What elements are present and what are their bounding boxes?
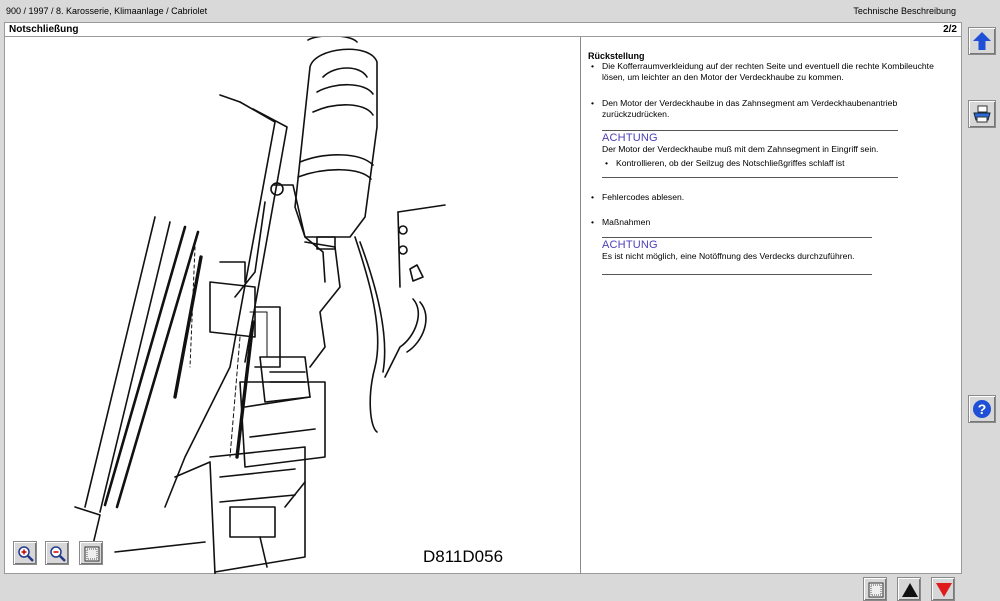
step-text: Die Kofferraumverkleidung auf der rechte…	[602, 61, 934, 82]
print-button[interactable]	[968, 100, 996, 128]
bullet-icon: •	[591, 217, 595, 227]
list-item: • Den Motor der Verdeckhaube in das Zahn…	[588, 98, 958, 120]
divider	[602, 274, 872, 275]
divider	[602, 237, 872, 238]
step-text: Den Motor der Verdeckhaube in das Zahnse…	[602, 98, 898, 119]
divider	[602, 130, 898, 131]
bullet-icon: •	[591, 61, 595, 71]
list-item: • Kontrollieren, ob der Seilzug des Nots…	[602, 158, 898, 169]
panel-divider	[580, 37, 581, 574]
step-text: Fehlercodes ablesen.	[602, 192, 685, 202]
svg-text:?: ?	[978, 401, 987, 417]
bullet-icon: •	[591, 192, 595, 202]
right-toolbar: ?	[962, 22, 1000, 577]
instruction-text: Rückstellung • Die Kofferraumverkleidung…	[588, 51, 958, 275]
page-title: Notschließung	[9, 24, 79, 35]
section-heading: Rückstellung	[588, 51, 645, 61]
triangle-down-icon	[936, 583, 952, 597]
bullet-icon: •	[605, 158, 609, 168]
fit-view-button[interactable]	[79, 541, 103, 565]
zoom-in-icon	[18, 546, 34, 562]
warning-label: ACHTUNG	[602, 132, 658, 144]
next-page-button[interactable]	[931, 577, 955, 601]
top-bar: 900 / 1997 / 8. Karosserie, Klimaanlage …	[0, 0, 1000, 22]
document-type-label: Technische Beschreibung	[853, 6, 956, 16]
help-button[interactable]: ?	[968, 395, 996, 423]
zoom-out-icon	[50, 546, 66, 562]
previous-page-button[interactable]	[897, 577, 921, 601]
content-panel: D811D056 Rückstellung •	[4, 37, 962, 601]
overview-button[interactable]	[863, 577, 887, 601]
divider	[602, 177, 898, 178]
warning-label: ACHTUNG	[602, 239, 658, 251]
zoom-out-button[interactable]	[45, 541, 69, 565]
warning-sub-text: Kontrollieren, ob der Seilzug des Notsch…	[616, 158, 845, 168]
zoom-in-button[interactable]	[13, 541, 37, 565]
warning-box: ACHTUNG Es ist nicht möglich, eine Notöf…	[602, 237, 872, 275]
warning-box: ACHTUNG Der Motor der Verdeckhaube muß m…	[602, 130, 898, 178]
figure-code: D811D056	[423, 547, 504, 566]
help-icon: ?	[973, 400, 991, 418]
printer-icon	[973, 105, 991, 123]
warning-text: Es ist nicht möglich, eine Notöffnung de…	[602, 251, 855, 261]
list-item: • Die Kofferraumverkleidung auf der rech…	[588, 61, 958, 83]
fit-view-icon	[84, 546, 100, 562]
up-button[interactable]	[968, 27, 996, 55]
step-text: Maßnahmen	[602, 217, 651, 227]
document-title-bar: Notschließung 2/2	[4, 22, 962, 37]
arrow-up-icon	[973, 32, 991, 50]
warning-text: Der Motor der Verdeckhaube muß mit dem Z…	[602, 144, 879, 154]
list-item: • Maßnahmen	[588, 217, 958, 228]
list-item: • Fehlercodes ablesen.	[588, 192, 958, 203]
breadcrumb: 900 / 1997 / 8. Karosserie, Klimaanlage …	[6, 6, 208, 16]
bullet-icon: •	[591, 98, 595, 108]
triangle-up-icon	[902, 583, 918, 597]
fit-view-icon	[868, 582, 884, 598]
technical-illustration[interactable]	[5, 37, 580, 574]
page-indicator: 2/2	[943, 24, 957, 35]
